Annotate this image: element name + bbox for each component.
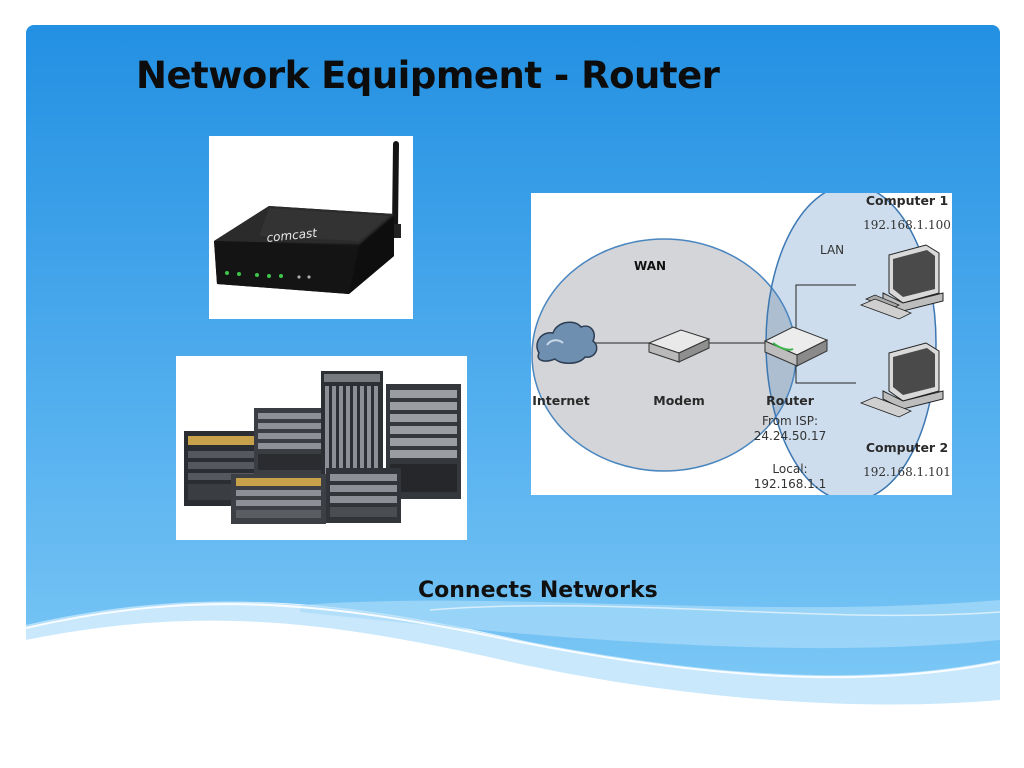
router-brand-text: comcast: [266, 226, 319, 245]
internet-label: Internet: [532, 393, 590, 408]
computer-2-ip: 192.168.1.101: [863, 465, 951, 479]
isp-ip: 24.24.50.17: [754, 429, 827, 443]
computer-2-label: Computer 2: [866, 440, 948, 455]
chassis-6: [326, 468, 401, 523]
cloud-icon: [536, 321, 598, 364]
computer-1-ip: 192.168.1.100: [863, 218, 951, 232]
local-ip: 192.168.1.1: [754, 477, 827, 491]
lan-label: LAN: [820, 243, 844, 257]
router-label: Router: [766, 393, 815, 408]
chassis-2: [254, 408, 326, 476]
slide-title: Network Equipment - Router: [136, 54, 720, 97]
network-diagram: WAN LAN Internet Modem Router From ISP: …: [531, 193, 952, 495]
slide-caption: Connects Networks: [418, 578, 658, 603]
computer-1-label: Computer 1: [866, 193, 948, 208]
modem-label: Modem: [653, 393, 704, 408]
computer-1-icon: [859, 244, 944, 320]
chassis-switches-photo: [176, 356, 467, 540]
wan-label: WAN: [634, 259, 666, 273]
wireless-router-photo: comcast: [209, 136, 413, 319]
local-label: Local:: [772, 462, 807, 476]
chassis-5: [231, 474, 326, 524]
computer-2-icon: [859, 342, 944, 418]
router-icon: [763, 326, 829, 367]
isp-label: From ISP:: [762, 414, 818, 428]
modem-icon: [647, 329, 711, 363]
